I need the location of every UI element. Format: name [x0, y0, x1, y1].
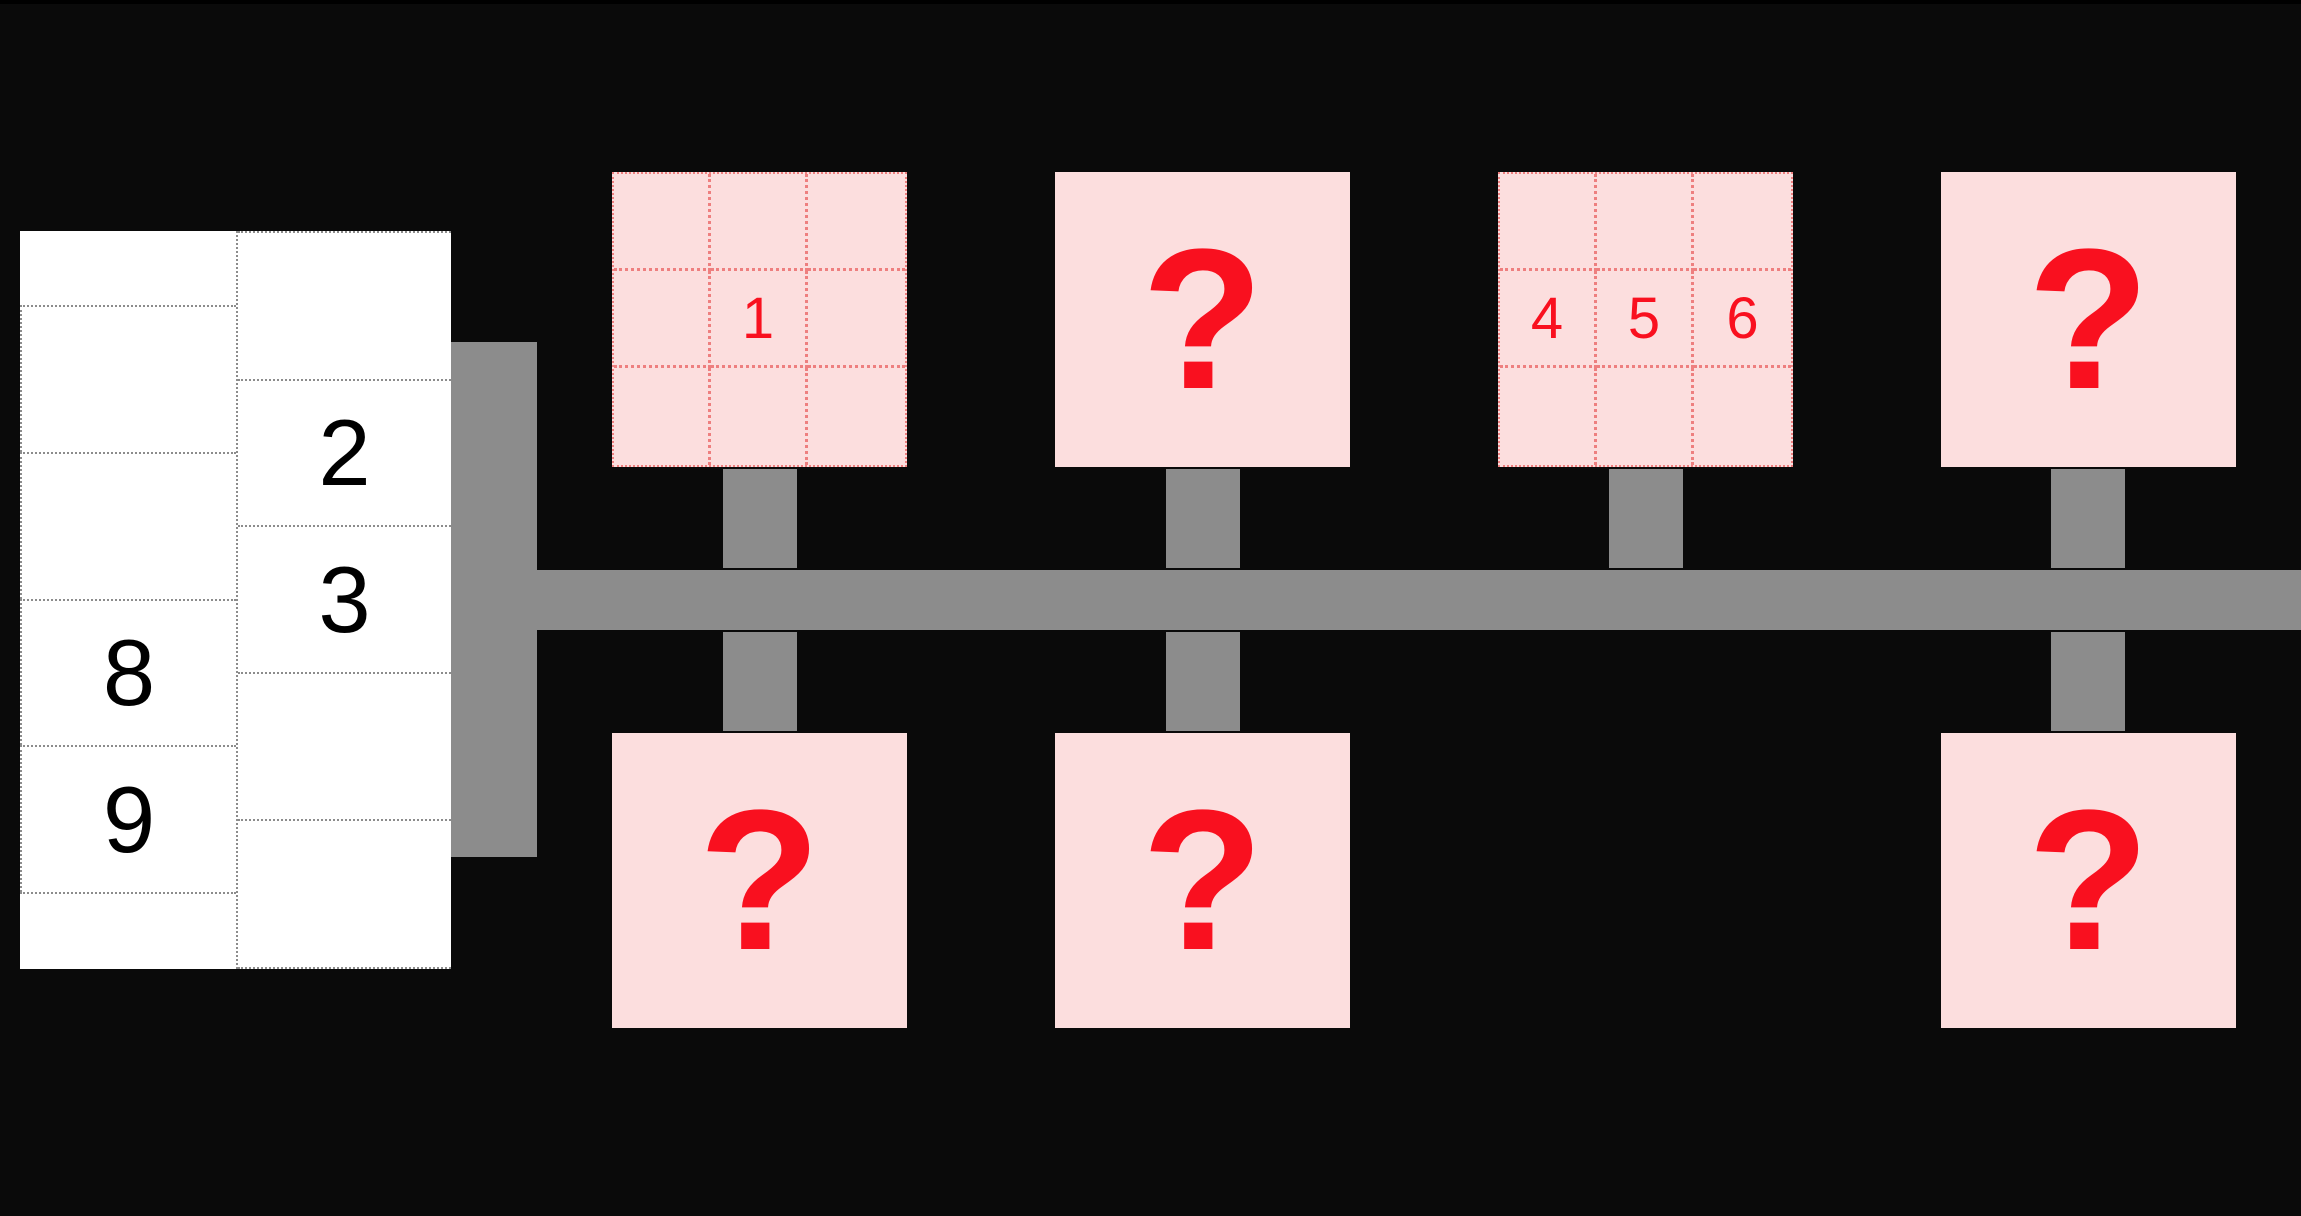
grid-cell [1597, 174, 1694, 271]
stem-bottom-4 [2051, 632, 2125, 731]
stack-cell [238, 231, 451, 379]
grid-cell [1694, 368, 1791, 465]
question-mark-icon: ? [2027, 768, 2150, 992]
stack-cell [20, 892, 236, 969]
stem-bottom-2 [1166, 632, 1240, 731]
grid-cell-6: 6 [1694, 271, 1791, 368]
unknown-box-bottom-4: ? [1941, 733, 2236, 1028]
stack-cell-8: 8 [20, 599, 236, 745]
grid-cell [614, 271, 711, 368]
stack-left-column: 8 9 [20, 231, 236, 969]
top-border-strip [0, 0, 2301, 4]
stem-bottom-1 [723, 632, 797, 731]
stack-cell [20, 231, 236, 305]
unknown-box-bottom-2: ? [1055, 733, 1350, 1028]
unknown-box-top-4: ? [1941, 172, 2236, 467]
grid-cell-5: 5 [1597, 271, 1694, 368]
stem-top-4 [2051, 469, 2125, 568]
stack-cell-9: 9 [20, 745, 236, 892]
grid-cell-1: 1 [711, 271, 808, 368]
stem-top-2 [1166, 469, 1240, 568]
stem-top-1 [723, 469, 797, 568]
number-stack-panel: 8 9 2 3 [20, 231, 451, 969]
grid-cell [1597, 368, 1694, 465]
stack-cell [238, 672, 451, 819]
question-mark-icon: ? [1141, 207, 1264, 431]
grid-cell [1500, 174, 1597, 271]
grid-cell-4: 4 [1500, 271, 1597, 368]
stack-cell-2: 2 [238, 379, 451, 525]
question-mark-icon: ? [2027, 207, 2150, 431]
grid-cell [808, 368, 905, 465]
question-mark-icon: ? [1141, 768, 1264, 992]
stack-cell [20, 452, 236, 599]
stack-cell [238, 819, 451, 969]
grid-box-top-1: 1 [612, 172, 907, 467]
question-mark-icon: ? [698, 768, 821, 992]
stack-cell-3: 3 [238, 525, 451, 672]
stack-right-column: 2 3 [236, 231, 451, 969]
grid-cell [1500, 368, 1597, 465]
main-bus-bar [537, 570, 2301, 630]
grid-box-top-3: 4 5 6 [1498, 172, 1793, 467]
grid-cell [1694, 174, 1791, 271]
grid-cell [614, 368, 711, 465]
grid-cell [711, 368, 808, 465]
unknown-box-top-2: ? [1055, 172, 1350, 467]
grid-cell [614, 174, 711, 271]
grid-cell [711, 174, 808, 271]
unknown-box-bottom-1: ? [612, 733, 907, 1028]
stack-cell [20, 305, 236, 452]
grid-cell [808, 174, 905, 271]
stack-connector-block [451, 342, 537, 857]
grid-cell [808, 271, 905, 368]
stem-top-3 [1609, 469, 1683, 568]
